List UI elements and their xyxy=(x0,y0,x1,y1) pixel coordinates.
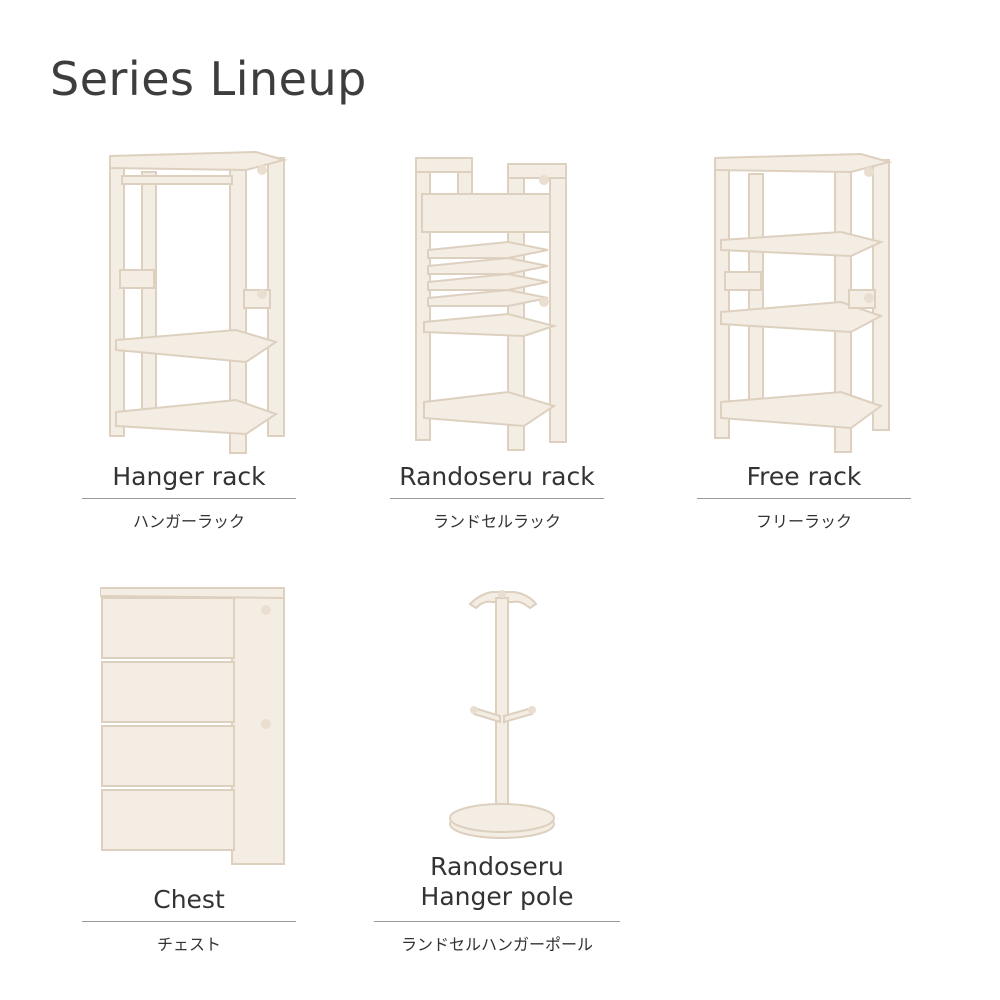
product-card-hanger-pole[interactable]: Randoseru Hanger pole ランドセルハンガーポール xyxy=(374,580,620,960)
divider xyxy=(82,498,296,499)
product-card-free-rack[interactable]: Free rack フリーラック xyxy=(697,150,911,540)
hanger-rack-image xyxy=(106,150,291,455)
product-name-en: Free rack xyxy=(746,462,862,491)
product-name-jp: フリーラック xyxy=(755,512,852,531)
divider xyxy=(82,921,296,922)
chest-image xyxy=(100,582,290,872)
product-card-randoseru-rack[interactable]: Randoseru rack ランドセルラック xyxy=(390,150,604,540)
hanger-pole-image xyxy=(448,580,558,842)
product-name-en-line1: Randoseru xyxy=(430,852,564,881)
product-card-hanger-rack[interactable]: Hanger rack ハンガーラック xyxy=(82,150,296,540)
divider xyxy=(390,498,604,499)
page-title: Series Lineup xyxy=(50,52,367,106)
product-card-chest[interactable]: Chest チェスト xyxy=(82,580,296,960)
product-name-en: Chest xyxy=(153,885,225,914)
product-name-jp: ハンガーラック xyxy=(132,512,245,531)
product-name-en: Hanger rack xyxy=(112,462,266,491)
randoseru-rack-image xyxy=(414,154,579,459)
free-rack-image xyxy=(711,152,896,457)
product-name-en: Randoseru rack xyxy=(399,462,595,491)
product-name-jp: ランドセルラック xyxy=(432,512,561,531)
product-name-en-line2: Hanger pole xyxy=(420,882,574,911)
divider xyxy=(697,498,911,499)
product-name-jp: ランドセルハンガーポール xyxy=(400,935,593,954)
product-name-jp: チェスト xyxy=(156,935,221,954)
divider xyxy=(374,921,620,922)
